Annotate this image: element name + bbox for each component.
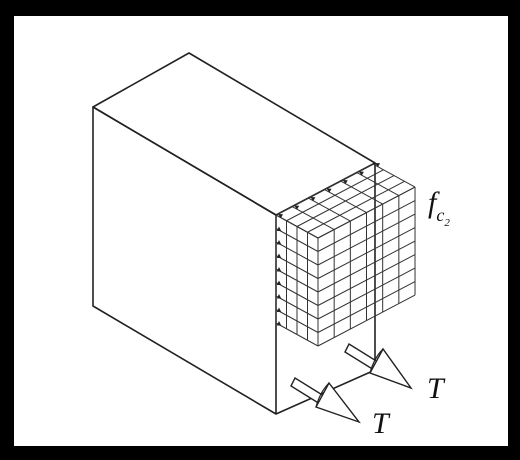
small-arrowhead-icon <box>358 171 364 176</box>
small-arrowhead-icon <box>276 226 282 231</box>
stress-subscript: c <box>436 205 444 225</box>
cone-arrow-icon <box>368 347 413 390</box>
mesh-top-col <box>275 163 374 216</box>
mesh-top-col <box>296 175 395 227</box>
force-label-lower: T <box>372 407 391 440</box>
small-arrowhead-icon <box>294 205 300 210</box>
stress-mesh <box>275 163 416 347</box>
cone-arrow-icon <box>314 381 361 424</box>
mesh-top-col <box>317 186 416 239</box>
force-arrow-upper <box>344 343 413 390</box>
small-arrowhead-icon <box>276 253 282 258</box>
force-arrow-lower <box>290 377 361 424</box>
small-arrowhead-icon <box>276 280 282 285</box>
small-arrowhead-icon <box>276 294 282 299</box>
cone-arrow-rim <box>369 348 384 374</box>
panel-background <box>14 16 508 446</box>
force-label-upper: T <box>427 372 446 405</box>
stress-sub-subscript: 2 <box>444 217 450 229</box>
small-arrowhead-icon <box>276 240 282 245</box>
small-arrowhead-icon <box>342 180 348 185</box>
mesh-top-col <box>307 180 405 233</box>
small-arrowhead-icon <box>276 267 282 272</box>
small-arrowhead-icon <box>278 214 284 219</box>
small-arrowhead-icon <box>276 321 282 326</box>
small-arrowhead-icon <box>276 307 282 312</box>
small-arrowhead-icon <box>326 188 332 193</box>
mesh-top-col <box>286 169 384 222</box>
small-arrowhead-icon <box>310 197 316 202</box>
cone-arrow-rim <box>315 382 330 408</box>
small-arrowhead-icon <box>375 163 381 168</box>
stress-arrows <box>276 163 381 326</box>
